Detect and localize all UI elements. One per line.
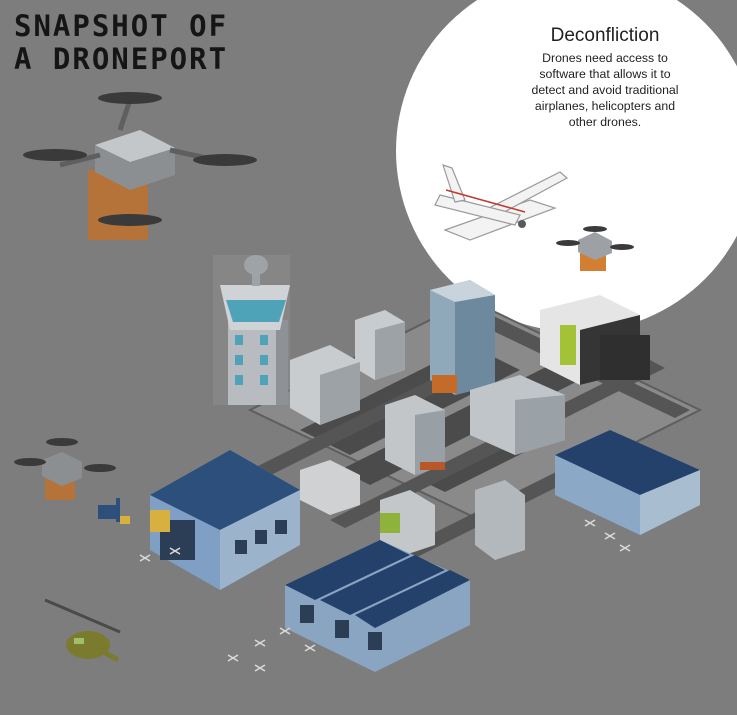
hangar-right [555, 430, 700, 535]
helicopter-icon [44, 598, 121, 663]
drone-icon [23, 92, 257, 240]
title-line-1: SNAPSHOT OF [14, 9, 229, 43]
hangar-icon [150, 450, 300, 590]
forklift-icon [98, 498, 170, 532]
title-line-2: A DRONEPORT [14, 42, 229, 76]
deconfliction-callout: Deconfliction Drones need access to soft… [530, 26, 680, 130]
delivery-building [540, 295, 650, 385]
drone-spotlight [556, 226, 634, 271]
parked-drones [139, 519, 631, 672]
apartment-building [290, 310, 405, 425]
callout-heading: Deconfliction [550, 25, 660, 46]
mid-buildings [300, 375, 565, 560]
warehouses [285, 540, 470, 672]
office-tower [430, 280, 495, 395]
callout-body: Drones need access to software that allo… [531, 51, 679, 129]
page-title: SNAPSHOT OF A DRONEPORT [14, 10, 228, 76]
control-tower-icon [213, 255, 290, 405]
drone-small [14, 438, 116, 500]
spotlight-circle [396, 0, 737, 332]
airplane-icon [434, 164, 569, 241]
